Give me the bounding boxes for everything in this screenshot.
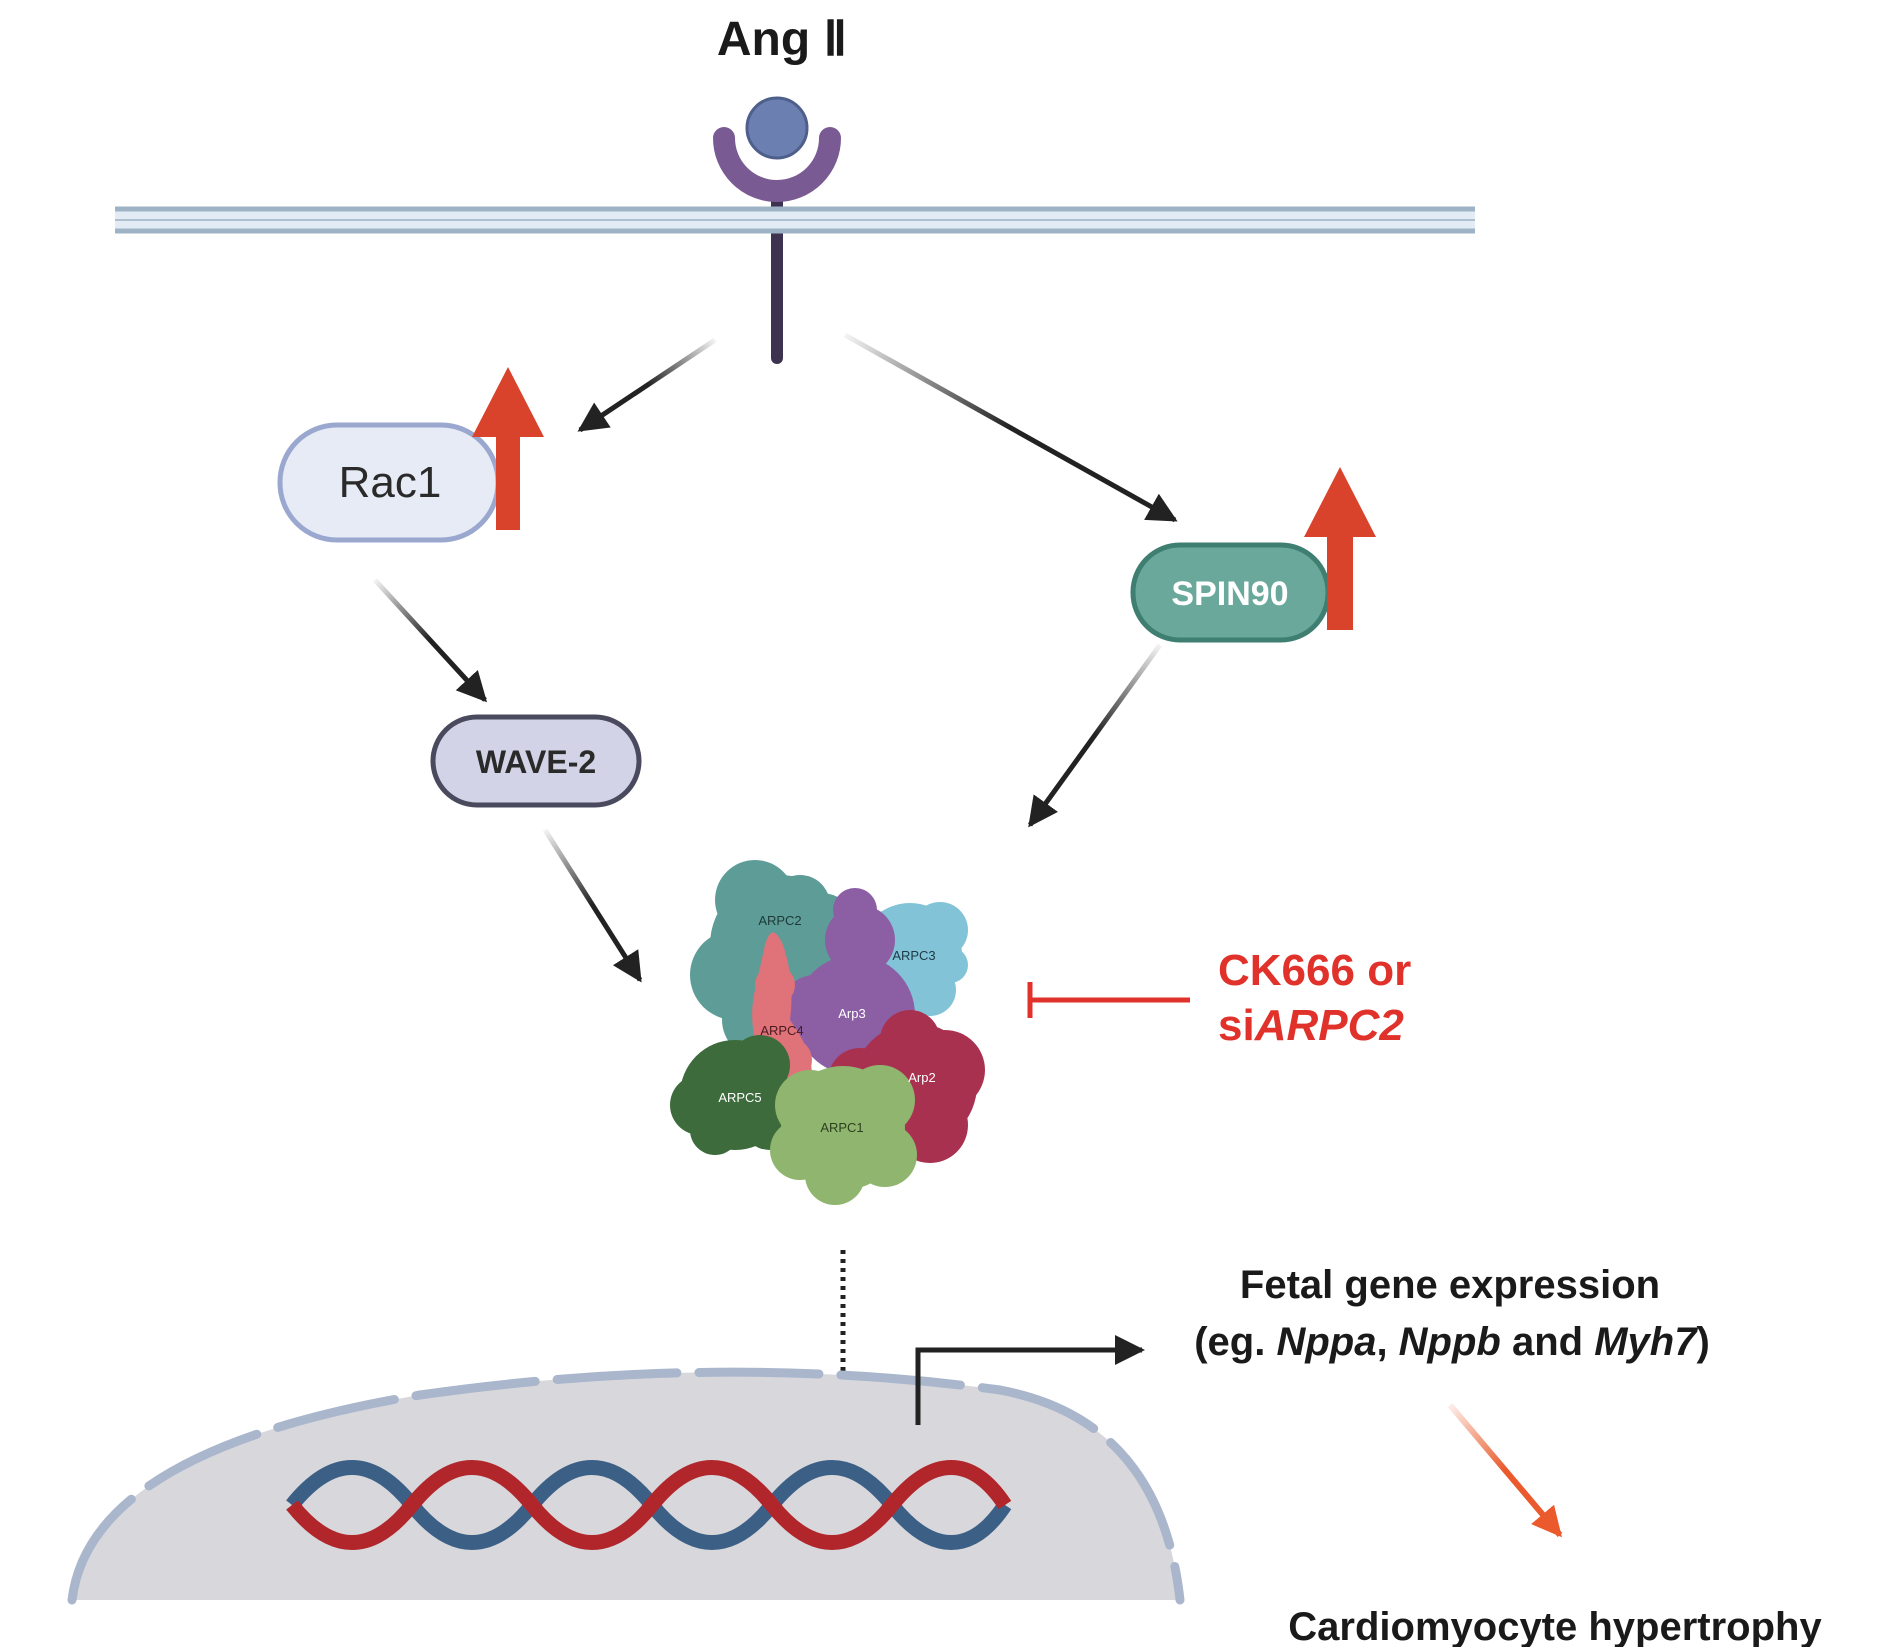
- ligand-label: Ang Ⅱ: [717, 13, 847, 66]
- arpc3-label: ARPC3: [892, 948, 935, 963]
- inhibitor-line2: siARPC2: [1218, 1001, 1404, 1050]
- rac1-node: Rac1: [277, 422, 501, 543]
- arrow-wave2-to-complex: [542, 828, 643, 983]
- rac1-label: Rac1: [339, 458, 442, 507]
- fetal-gene-part: ,: [1376, 1320, 1398, 1364]
- ligand-ball-icon: [745, 96, 809, 160]
- fetal-gene-part: (eg.: [1194, 1320, 1276, 1364]
- fetal-gene-part: Myh7: [1594, 1320, 1698, 1364]
- fetal-gene-line2: (eg. Nppa, Nppb and Myh7): [1194, 1320, 1710, 1364]
- cell-membrane: [115, 206, 1475, 234]
- spin90-label: SPIN90: [1171, 575, 1288, 613]
- fetal-gene-part: Nppa: [1276, 1320, 1376, 1364]
- arp3-label: Arp3: [838, 1006, 865, 1021]
- outcome-label: Cardiomyocyte hypertrophy: [1288, 1605, 1822, 1647]
- rac1-upregulated-arrow-icon: [472, 367, 544, 530]
- fetal-gene-part: Nppb: [1399, 1320, 1501, 1364]
- fetal-gene-line1: Fetal gene expression: [1240, 1263, 1660, 1307]
- wave2-label: WAVE-2: [476, 744, 596, 780]
- arrow-rac1-to-wave2: [373, 578, 488, 703]
- arpc4-label: ARPC4: [760, 1023, 803, 1038]
- fetal-gene-part: ): [1696, 1320, 1709, 1364]
- arpc2-label: ARPC2: [758, 913, 801, 928]
- arp2-label: Arp2: [908, 1070, 935, 1085]
- fetal-gene-part: and: [1501, 1320, 1594, 1364]
- inhibition-bar: [1027, 982, 1190, 1018]
- arpc5-label: ARPC5: [718, 1090, 761, 1105]
- arrow-spin90-to-complex: [1027, 643, 1163, 828]
- spin90-node: SPIN90: [1130, 542, 1331, 643]
- wave2-node: WAVE-2: [430, 714, 642, 808]
- arrow-to-hypertrophy: [1447, 1403, 1563, 1538]
- transcription-start-arrow: [915, 1335, 1145, 1425]
- inhibitor-line1: CK666 or: [1218, 946, 1411, 995]
- arp23-complex: ARPC2 ARPC3 Arp3 ARPC4 Arp2 ARPC5 ARPC1: [670, 860, 985, 1205]
- arrow-receptor-to-rac1: [577, 337, 717, 433]
- spin90-upregulated-arrow-icon: [1304, 467, 1376, 630]
- arpc1-label: ARPC1: [820, 1120, 863, 1135]
- arpc1-subunit: [770, 1065, 917, 1205]
- dna-helix-icon: [286, 1460, 1012, 1550]
- arrow-receptor-to-spin90: [843, 332, 1178, 523]
